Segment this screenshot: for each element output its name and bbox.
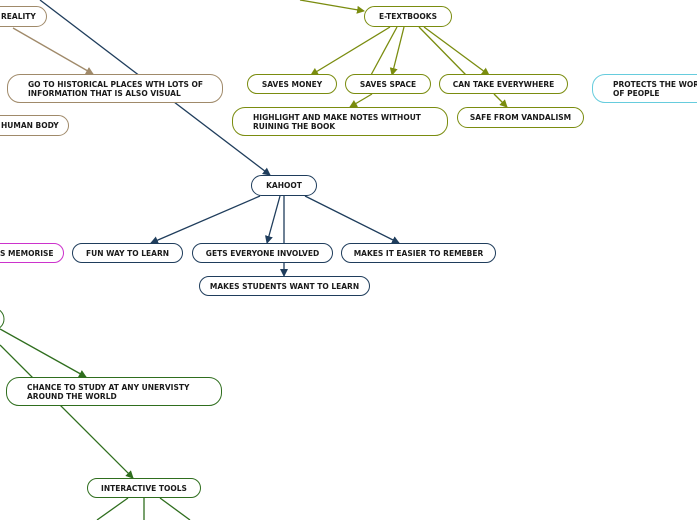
edge-saves-space-highlight — [349, 93, 373, 108]
node-kahoot[interactable]: KAHOOT — [251, 175, 317, 196]
offscreen-node-edge — [0, 309, 5, 329]
edge-etextbooks-saves-money — [310, 26, 391, 76]
node-fun-way-label: FUN WAY TO LEARN — [85, 248, 170, 258]
node-saves-money-label: SAVES MONEY — [261, 79, 323, 89]
node-protects-work[interactable]: PROTECTS THE WORK OF PEOPLE — [592, 74, 697, 103]
node-saves-space[interactable]: SAVES SPACE — [345, 74, 431, 94]
edge-take-everywhere-vandalism — [493, 93, 508, 108]
node-everyone-involved-label: GETS EVERYONE INVOLVED — [205, 248, 320, 258]
edge-etextbooks-take-everywhere-a — [418, 26, 467, 76]
node-easier-remember[interactable]: MAKES IT EASIER TO REMEBER — [341, 243, 496, 263]
edge-etextbooks-take-everywhere-b — [423, 26, 490, 76]
node-kahoot-label: KAHOOT — [266, 181, 302, 190]
node-memorise[interactable]: S MEMORISE — [0, 243, 64, 263]
node-study-abroad-label: CHANCE TO STUDY AT ANY UNERVISTY AROUND … — [27, 382, 190, 401]
node-human-body[interactable]: HUMAN BODY — [0, 115, 69, 136]
node-memorise-label: S MEMORISE — [0, 248, 54, 258]
node-saves-money[interactable]: SAVES MONEY — [247, 74, 337, 94]
node-saves-space-label: SAVES SPACE — [359, 79, 417, 89]
node-historical-places-label: GO TO HISTORICAL PLACES WTH LOTS OF INFO… — [28, 79, 203, 98]
node-interactive-tools-label: INTERACTIVE TOOLS — [101, 483, 187, 493]
node-historical-places[interactable]: GO TO HISTORICAL PLACES WTH LOTS OF INFO… — [7, 74, 223, 103]
edge-to-interactive — [0, 344, 134, 479]
node-study-abroad[interactable]: CHANCE TO STUDY AT ANY UNERVISTY AROUND … — [6, 377, 222, 406]
node-reality[interactable]: REALITY — [0, 6, 47, 27]
node-interactive-tools[interactable]: INTERACTIVE TOOLS — [87, 478, 201, 498]
node-highlight-notes[interactable]: HIGHLIGHT AND MAKE NOTES WITHOUT RUINING… — [232, 107, 448, 136]
node-students-learn-label: MAKES STUDENTS WANT TO LEARN — [209, 281, 360, 291]
edge-to-etextbooks — [299, 0, 365, 14]
edge-interactive-child-a — [96, 497, 129, 520]
node-easier-remember-label: MAKES IT EASIER TO REMEBER — [353, 248, 484, 258]
node-students-learn[interactable]: MAKES STUDENTS WANT TO LEARN — [199, 276, 370, 296]
node-highlight-notes-label: HIGHLIGHT AND MAKE NOTES WITHOUT RUINING… — [253, 112, 421, 131]
node-etextbooks-label: E-TEXTBOOKS — [379, 12, 437, 21]
node-human-body-label: HUMAN BODY — [1, 121, 59, 130]
node-vandalism[interactable]: SAFE FROM VANDALISM — [457, 107, 584, 128]
edge-to-study — [0, 328, 87, 378]
node-everyone-involved[interactable]: GETS EVERYONE INVOLVED — [192, 243, 333, 263]
node-etextbooks[interactable]: E-TEXTBOOKS — [364, 6, 452, 27]
edge-reality-historical — [12, 27, 94, 75]
edge-etextbooks-saves-space-b — [389, 26, 405, 76]
node-take-everywhere[interactable]: CAN TAKE EVERYWHERE — [439, 74, 568, 94]
node-protects-work-label: PROTECTS THE WORK OF PEOPLE — [613, 79, 697, 98]
node-fun-way[interactable]: FUN WAY TO LEARN — [72, 243, 183, 263]
edge-kahoot-remember — [304, 195, 400, 244]
node-vandalism-label: SAFE FROM VANDALISM — [469, 113, 572, 122]
node-reality-label: REALITY — [1, 12, 36, 21]
edge-etextbooks-saves-space-a — [370, 26, 398, 76]
node-take-everywhere-label: CAN TAKE EVERYWHERE — [452, 79, 555, 89]
edge-interactive-child-c — [159, 497, 191, 520]
edge-kahoot-fun-way — [150, 195, 261, 244]
edge-kahoot-everyone — [265, 195, 281, 244]
